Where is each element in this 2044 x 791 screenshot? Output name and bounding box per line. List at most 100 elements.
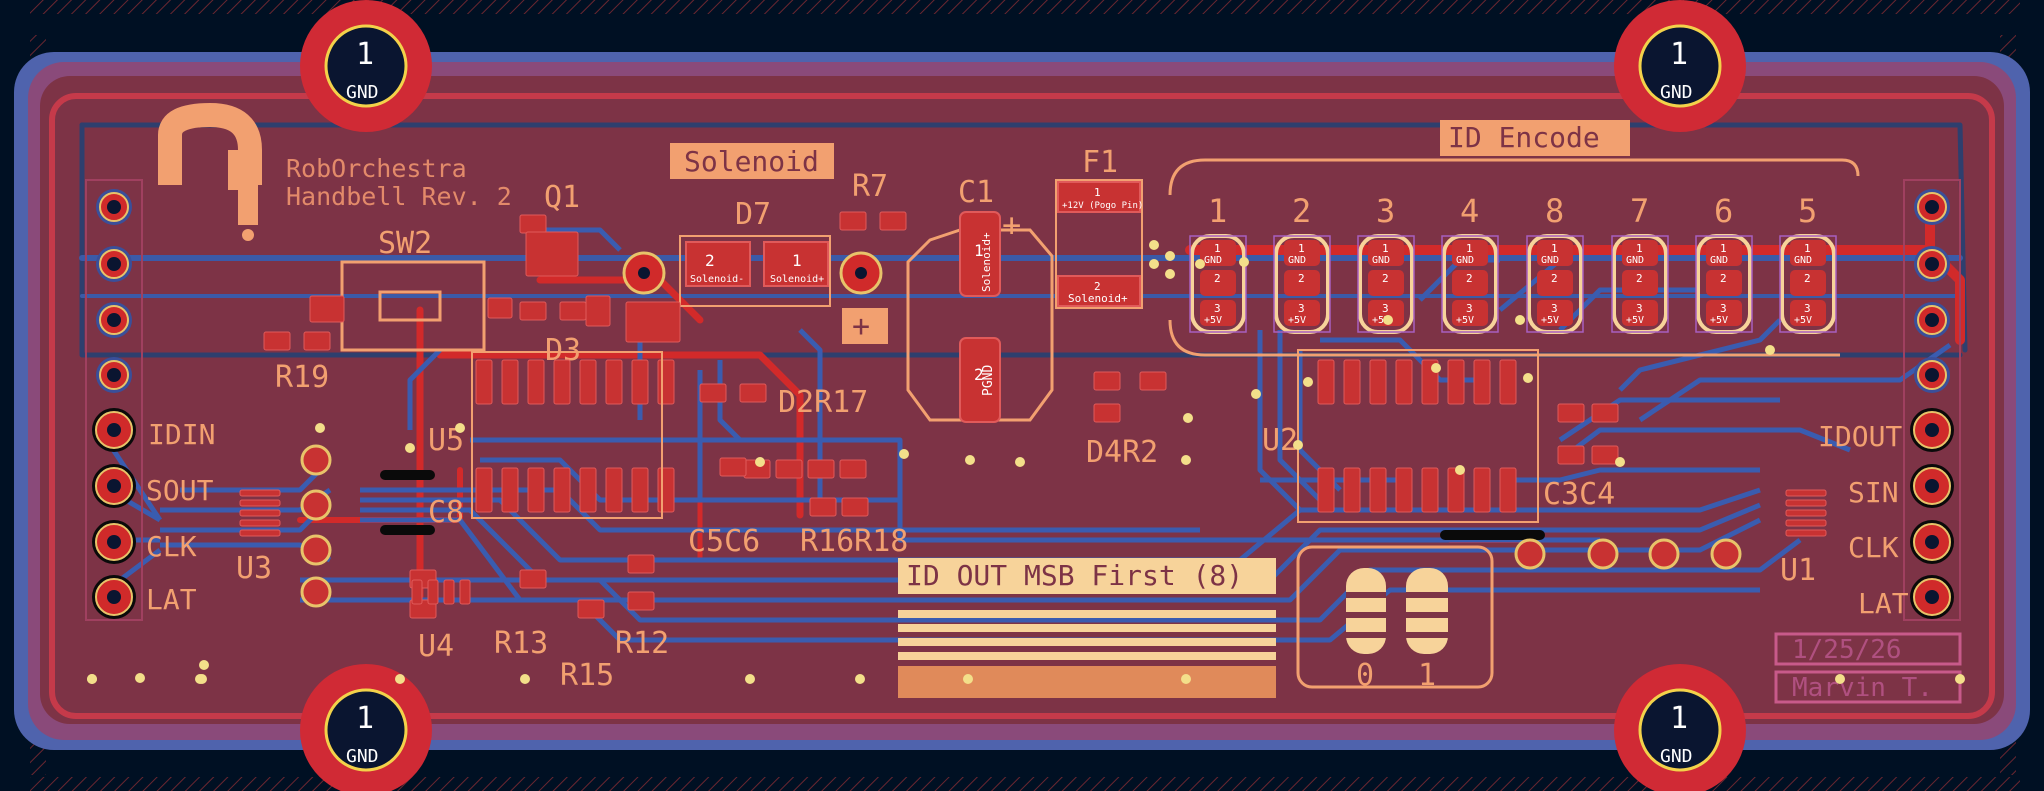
d7-pad2-num: 2: [705, 251, 715, 270]
smd-pad: [487, 297, 513, 319]
header-pin: [96, 189, 132, 225]
dip-pad-num: 3: [1298, 302, 1305, 315]
mounting-hole-net: GND: [1660, 746, 1693, 767]
r16r18-ref: R16R18: [800, 524, 908, 559]
f1-pad2-num: 2: [1094, 280, 1101, 293]
clk-right-label: CLK: [1848, 531, 1899, 564]
dip-pad-num: 1: [1466, 242, 1473, 255]
smd-pad: [1557, 445, 1585, 465]
smd-pad: [605, 467, 623, 513]
sw2-ref: SW2: [378, 226, 432, 261]
smd-pad: [519, 214, 547, 234]
dip-pad-net: +5V: [1372, 315, 1390, 326]
idout-label: IDOUT: [1818, 420, 1902, 453]
smd-pad: [605, 359, 623, 405]
header-pin: [1914, 302, 1950, 338]
dip-switch-label: 6: [1714, 192, 1733, 230]
smd-pad: [1499, 359, 1517, 405]
smd-pad: [1343, 359, 1361, 405]
f1-outline: [1055, 179, 1143, 309]
smd-pad: [1591, 403, 1619, 423]
c1-net2: PGND: [981, 365, 996, 396]
smd-pad: [579, 359, 597, 405]
smd-pad: [525, 231, 579, 277]
via: [1293, 440, 1303, 450]
smd-pad: [1557, 403, 1585, 423]
u3-ref: U3: [236, 551, 272, 586]
r19-ref: R19: [275, 360, 329, 395]
smd-pad: [1317, 467, 1335, 513]
d7-pad1-num: 1: [792, 251, 802, 270]
date-box: [1774, 632, 1962, 666]
smd-components: [239, 211, 1827, 619]
dip-switch-label: 7: [1630, 192, 1649, 230]
dip-pad-num: 2: [1466, 272, 1473, 285]
jumper-wires: [380, 470, 1545, 540]
test-pad: [300, 576, 332, 608]
via: [87, 674, 97, 684]
lat-left-label: LAT: [146, 583, 197, 616]
smd-pad: [839, 459, 867, 479]
smd-pad: [1447, 359, 1465, 405]
via: [1195, 259, 1205, 269]
d2r17-ref: D2R17: [778, 385, 868, 420]
via: [315, 423, 325, 433]
via: [963, 674, 973, 684]
smd-pad: [263, 331, 291, 351]
smd-pad: [519, 569, 547, 589]
smd-pad: [239, 529, 281, 537]
f1-net2: Solenoid+: [1068, 292, 1128, 305]
header-pin: [1914, 246, 1950, 282]
c5c6-ref: C5C6: [688, 524, 760, 559]
smd-pad: [559, 301, 587, 321]
smd-pad: [1785, 509, 1827, 517]
smd-pad: [1395, 467, 1413, 513]
header-pin: [92, 408, 136, 452]
author-box: [1774, 670, 1962, 704]
test-pad: [1648, 538, 1680, 570]
smd-pad: [239, 519, 281, 527]
dip-pad-num: 1: [1382, 242, 1389, 255]
c3c4-ref: C3C4: [1543, 477, 1615, 512]
dip-pad-num: 1: [1298, 242, 1305, 255]
smd-pad: [625, 301, 681, 343]
smd-pad: [809, 497, 837, 517]
via: [1183, 413, 1193, 423]
bit-pad-stripes: [1346, 592, 1448, 638]
f1-pad1: [1057, 181, 1141, 213]
dip-pad-net: +5V: [1204, 315, 1222, 326]
via: [1239, 257, 1249, 267]
bit1-label: 1: [1418, 658, 1436, 693]
dip-pad-net: +5V: [1456, 315, 1474, 326]
via: [1015, 457, 1025, 467]
dip-pad-num: 1: [1636, 242, 1643, 255]
smd-pad: [1499, 467, 1517, 513]
polarity-pad: [842, 308, 888, 344]
screw-terminal: [839, 251, 883, 295]
c1-ref: C1: [958, 175, 994, 210]
dip-pad-net: GND: [1288, 255, 1306, 266]
via: [520, 674, 530, 684]
dip-pad-num: 2: [1720, 272, 1727, 285]
r15-ref: R15: [560, 658, 614, 693]
smd-pad: [631, 467, 649, 513]
dip-pad-net: +5V: [1794, 315, 1812, 326]
roborchestra-logo: [158, 102, 262, 241]
c1-pad2: [959, 337, 1001, 423]
idin-label: IDIN: [148, 418, 215, 451]
smd-pad: [657, 467, 675, 513]
dip-pad-net: GND: [1794, 255, 1812, 266]
q1-ref: Q1: [544, 180, 580, 215]
smd-pad: [775, 459, 803, 479]
via: [1251, 389, 1261, 399]
